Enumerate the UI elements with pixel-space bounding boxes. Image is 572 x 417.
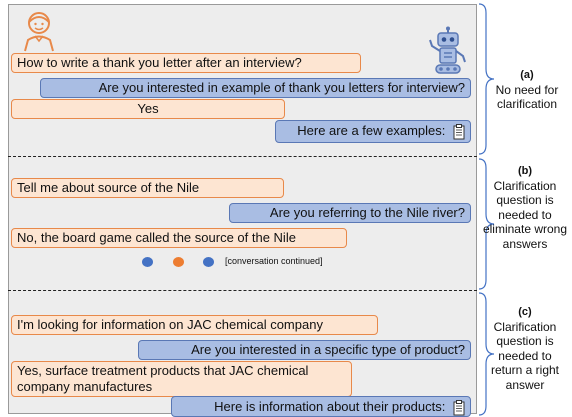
message-text: Yes, surface treatment products that JAC… — [17, 363, 309, 394]
section-c-bot-clarification: Are you interested in a specific type of… — [138, 340, 471, 360]
message-text: Are you referring to the Nile river? — [269, 205, 465, 220]
section-a-bot-answer: Here are a few examples: — [275, 120, 471, 143]
section-divider-bc — [8, 290, 477, 291]
section-c-user-reply: Yes, surface treatment products that JAC… — [11, 361, 352, 397]
message-text: Here are a few examples: — [297, 123, 446, 138]
label-letter: (a) — [520, 69, 534, 81]
continuation-dot-blue — [203, 257, 214, 267]
message-text: Tell me about source of the Nile — [17, 180, 200, 195]
section-c-user-question: I'm looking for information on JAC chemi… — [11, 315, 378, 335]
brace-section-b — [478, 158, 495, 290]
label-text: Clarification question is needed to retu… — [490, 319, 560, 392]
message-text: I'm looking for information on JAC chemi… — [17, 317, 323, 332]
section-b-user-reply: No, the board game called the source of … — [11, 228, 347, 248]
continuation-dot-blue — [142, 257, 153, 267]
section-divider-ab — [8, 156, 477, 157]
label-letter: (b) — [517, 165, 533, 177]
section-a-user-reply: Yes — [11, 99, 285, 119]
section-c-bot-answer: Here is information about their products… — [171, 396, 471, 417]
message-text: How to write a thank you letter after an… — [17, 55, 302, 70]
label-text: No need for clarification — [495, 82, 559, 112]
clipboard-document-icon — [453, 123, 465, 140]
label-text: Clarification question is needed to elim… — [482, 178, 568, 251]
section-a-user-question: How to write a thank you letter after an… — [11, 53, 361, 73]
section-b-bot-clarification: Are you referring to the Nile river? — [229, 203, 471, 223]
continuation-dot-orange — [173, 257, 184, 267]
clipboard-document-icon — [453, 399, 465, 416]
message-text: Yes — [137, 101, 159, 116]
user-avatar-icon — [24, 12, 54, 52]
conversation-continued-note: [conversation continued] — [225, 256, 323, 266]
label-section-b: (b) Clarification question is needed to … — [482, 164, 568, 251]
label-section-a: (a) No need for clarification — [482, 68, 572, 112]
message-text: Are you interested in example of thank y… — [98, 80, 465, 95]
message-text: Are you interested in a specific type of… — [191, 342, 465, 357]
section-b-user-question: Tell me about source of the Nile — [11, 178, 284, 198]
label-letter: (c) — [518, 306, 532, 318]
message-text: No, the board game called the source of … — [17, 230, 296, 245]
message-text: Here is information about their products… — [214, 399, 446, 414]
label-section-c: (c) Clarification question is needed to … — [482, 305, 568, 392]
brace-section-a — [478, 3, 495, 155]
section-a-bot-clarification: Are you interested in example of thank y… — [40, 78, 471, 98]
brace-section-c — [478, 292, 495, 416]
robot-icon — [429, 26, 466, 74]
